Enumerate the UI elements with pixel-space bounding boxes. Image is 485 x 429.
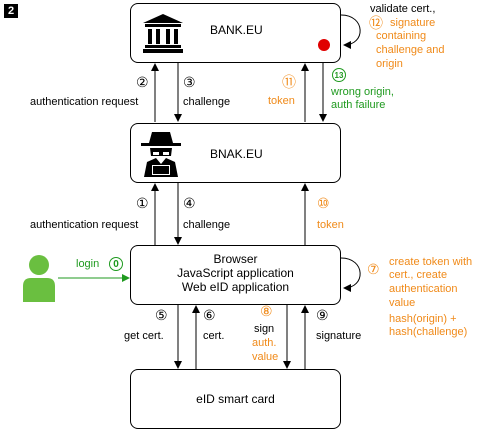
step-0-label: login — [76, 258, 100, 270]
step-6-number: ⑥ — [203, 307, 216, 323]
step-3-label: challenge — [183, 96, 231, 108]
browser-box: Browser JavaScript application Web eID a… — [130, 245, 341, 305]
arrow-step-12-loop — [340, 14, 361, 49]
step-9-label: signature — [316, 330, 362, 342]
step-7-line-4: value — [389, 297, 416, 309]
step-2-label: authentication request — [30, 96, 139, 108]
step-12-line-4: challenge and — [376, 44, 445, 56]
bank-label: BANK.EU — [210, 23, 263, 37]
step-12-line-2: signature — [390, 17, 436, 29]
bank-icon — [143, 14, 183, 53]
bnak-label: BNAK.EU — [210, 147, 263, 161]
step-5-label: get cert. — [124, 330, 164, 342]
hacker-icon — [141, 132, 181, 177]
step-7-line-3: authentication — [389, 283, 458, 295]
step-7-line-2: cert., create — [389, 269, 448, 281]
step-11-number: ⑪ — [282, 74, 296, 90]
step-10-label: token — [317, 219, 344, 231]
figure-number-badge: 2 — [4, 4, 18, 18]
step-8-line-1: sign — [254, 323, 275, 335]
step-12-number: ⑫ — [369, 15, 383, 31]
step-8-line-2: auth. — [252, 337, 277, 349]
step-13-number: 13 — [332, 68, 346, 82]
step-9-number: ⑨ — [316, 307, 329, 323]
alert-dot — [318, 39, 330, 51]
step-12-line-1: validate cert., — [370, 3, 436, 15]
bank-box: BANK.EU — [130, 3, 341, 63]
arrow-step-7-loop — [340, 257, 361, 292]
step-12-line-5: origin — [376, 58, 403, 70]
step-4-number: ④ — [183, 195, 196, 211]
browser-js-app: JavaScript application — [177, 266, 294, 280]
step-7-line-1: create token with — [389, 256, 473, 268]
step-5-number: ⑤ — [155, 307, 168, 323]
step-11-label: token — [268, 95, 295, 107]
bnak-box: BNAK.EU — [130, 123, 341, 183]
step-13-line-2: auth failure — [331, 99, 386, 111]
step-1-label: authentication request — [30, 219, 139, 231]
step-10-number: ⑩ — [317, 195, 330, 211]
browser-title: Browser — [213, 252, 258, 266]
step-7-line-6: hash(challenge) — [389, 326, 468, 338]
smart-card-label: eID smart card — [196, 392, 275, 406]
step-4-label: challenge — [183, 219, 231, 231]
step-8-line-3: value — [252, 351, 279, 363]
step-7-line-5: hash(origin) + — [389, 313, 457, 325]
step-12-line-3: containing — [376, 30, 427, 42]
user-icon — [23, 255, 55, 302]
step-13-line-1: wrong origin, — [331, 86, 394, 98]
browser-webeid-app: Web eID application — [181, 280, 290, 294]
step-8-number: ⑧ — [260, 303, 273, 319]
step-3-number: ③ — [183, 74, 196, 90]
step-0-number: 0 — [109, 257, 123, 271]
step-7-number: ⑦ — [367, 261, 380, 277]
smart-card-box: eID smart card — [130, 369, 341, 429]
step-1-number: ① — [136, 195, 149, 211]
step-6-label: cert. — [203, 330, 225, 342]
step-2-number: ② — [136, 74, 149, 90]
